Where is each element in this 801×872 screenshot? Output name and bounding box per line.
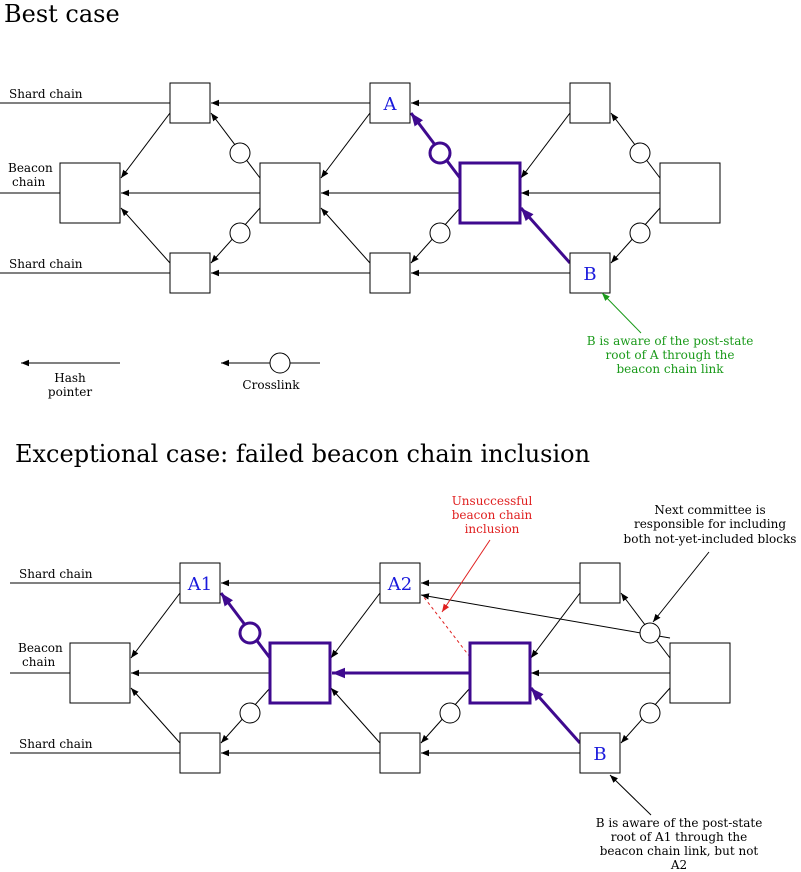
shard-block-a2 — [379, 562, 421, 604]
link-arrow — [530, 592, 581, 659]
b-awareness-line: root of A1 through the — [611, 830, 748, 844]
shard-block-b — [579, 732, 621, 774]
shard-block — [169, 82, 211, 124]
b-awareness-line: beacon chain link, but not — [600, 844, 759, 858]
link-arrow — [320, 112, 371, 179]
shard-block — [379, 732, 421, 774]
block-a2-label: A2 — [387, 574, 412, 595]
unsuccessful-inclusion-arrow — [441, 539, 491, 613]
failed-inclusion-dashed-link — [422, 595, 471, 658]
shard-block — [179, 732, 221, 774]
next-committee-line: both not-yet-included blocks — [624, 532, 797, 546]
crosslink-circle — [629, 142, 651, 164]
block-b-label: B — [593, 744, 606, 765]
link-arrow — [120, 112, 171, 179]
shard-block-b — [569, 252, 611, 294]
crosslink-circle — [639, 702, 661, 724]
crosslink-circle — [429, 222, 451, 244]
unsuccessful-inclusion-line: beacon chain — [452, 508, 533, 522]
beacon-chain-label-line2: chain — [22, 655, 55, 669]
annotation-line: beacon chain link — [616, 362, 724, 376]
highlighted-crosslink-circle — [238, 621, 262, 645]
beacon-block — [59, 162, 121, 224]
crosslink-circle — [239, 702, 261, 724]
crosslink-circle — [629, 222, 651, 244]
highlighted-beacon-block — [468, 641, 532, 705]
link-arrow — [330, 687, 381, 744]
crosslink-circle — [229, 222, 251, 244]
next-committee-line: Next committee is — [654, 503, 765, 517]
next-committee-arrow — [652, 551, 710, 623]
shard-block — [169, 252, 211, 294]
highlighted-beacon-block — [458, 161, 522, 225]
exceptional-case-section: Exceptional case: failed beacon chain in… — [10, 440, 796, 872]
highlighted-crosslink-circle — [428, 141, 452, 165]
shard-block — [569, 82, 611, 124]
highlighted-beacon-block — [268, 641, 332, 705]
legend-hash-pointer-label: Hash — [54, 371, 86, 385]
legend-crosslink-label: Crosslink — [242, 378, 300, 392]
link-arrow — [320, 207, 371, 264]
crosslink-circle — [439, 702, 461, 724]
best-case-section: Best case Shard chain Beacon chain Shard… — [0, 0, 753, 399]
block-a1-label: A1 — [187, 574, 212, 595]
crosslink-circle — [229, 142, 251, 164]
beacon-chain-label-line2: chain — [12, 175, 45, 189]
link-arrow — [330, 592, 381, 659]
annotation-arrow — [601, 292, 642, 334]
link-arrow — [130, 592, 181, 659]
shard-block-a1 — [179, 562, 221, 604]
unsuccessful-inclusion-line: inclusion — [465, 522, 520, 536]
shard-block — [369, 252, 411, 294]
block-a-label: A — [383, 94, 398, 115]
beacon-block — [69, 642, 131, 704]
beacon-block — [659, 162, 721, 224]
shard-block — [579, 562, 621, 604]
link-arrow — [120, 207, 171, 264]
annotation-line: root of A through the — [606, 348, 735, 362]
beacon-chain-label-line1: Beacon — [8, 161, 53, 175]
shard-chain-top-label: Shard chain — [19, 567, 93, 581]
shard-block-a — [369, 82, 411, 124]
highlighted-beacon-link-arrow — [529, 687, 582, 744]
crosslink-circle — [639, 622, 661, 644]
b-awareness-line: B is aware of the post-state — [596, 816, 763, 830]
exceptional-case-title: Exceptional case: failed beacon chain in… — [15, 440, 590, 468]
legend-crosslink-circle — [269, 352, 291, 374]
beacon-block — [669, 642, 731, 704]
beacon-block — [259, 162, 321, 224]
shard-chain-bottom-label: Shard chain — [19, 737, 93, 751]
best-case-title: Best case — [4, 0, 120, 28]
highlighted-beacon-link-arrow — [519, 207, 572, 264]
b-awareness-arrow — [609, 774, 652, 816]
legend-hash-pointer-label: pointer — [48, 385, 92, 399]
beacon-chain-label-line1: Beacon — [18, 641, 63, 655]
shard-chain-top-label: Shard chain — [9, 87, 83, 101]
crosslink-to-a2-arrow — [420, 593, 671, 639]
unsuccessful-inclusion-line: Unsuccessful — [452, 494, 533, 508]
annotation-line: B is aware of the post-state — [587, 334, 754, 348]
link-arrow — [520, 112, 571, 179]
next-committee-line: responsible for including — [634, 517, 786, 531]
shard-chain-bottom-label: Shard chain — [9, 257, 83, 271]
b-awareness-line: A2 — [670, 858, 687, 872]
link-arrow — [130, 687, 181, 744]
block-b-label: B — [583, 264, 596, 285]
